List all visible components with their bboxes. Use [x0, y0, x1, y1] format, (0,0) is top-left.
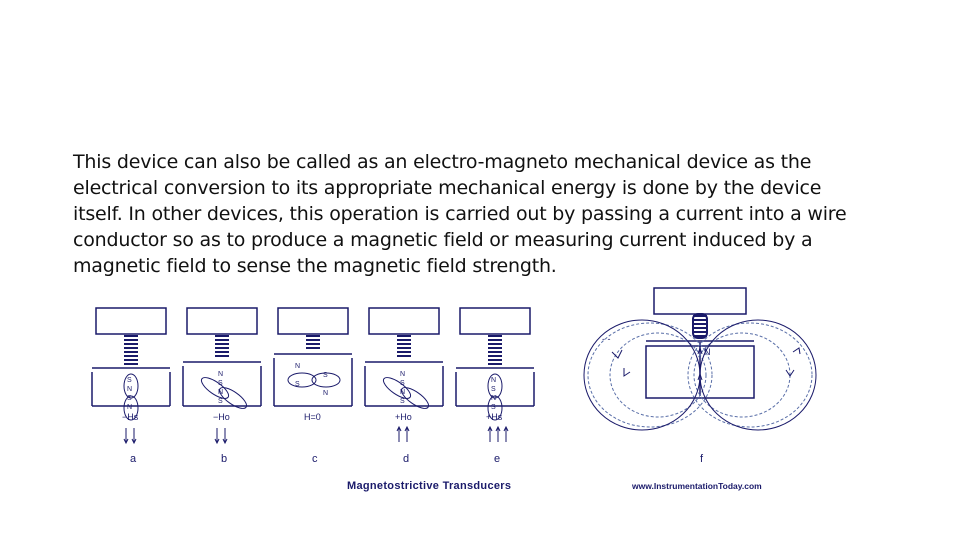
magnet — [487, 395, 503, 421]
pole-label: N — [400, 371, 405, 378]
arrow-head — [222, 438, 228, 445]
panel-letter: a — [130, 453, 137, 465]
pole-label: N — [127, 404, 132, 411]
paragraph-line: conductor so as to produce a magnetic fi… — [73, 229, 813, 251]
spring — [306, 335, 320, 349]
magnet — [400, 387, 430, 409]
top-block — [459, 307, 531, 335]
pole-label: N — [295, 363, 300, 370]
panel-f-top-block — [653, 287, 747, 315]
arrow-icon — [487, 425, 509, 442]
magnet — [382, 377, 412, 399]
paragraph-line: This device can also be called as an ele… — [73, 151, 812, 173]
pole-label: S — [491, 404, 496, 411]
pole-label: N — [400, 389, 405, 396]
magnet — [218, 387, 248, 409]
arrow-head — [123, 438, 129, 445]
arrow-icon — [396, 425, 410, 442]
field-label: −Ho — [213, 412, 230, 422]
field-label: +Ho — [395, 412, 412, 422]
pole-label: S — [295, 381, 300, 388]
magnet — [487, 373, 503, 399]
top-block — [368, 307, 440, 335]
spring — [124, 335, 138, 365]
magnet — [311, 372, 341, 388]
arrow-icon — [611, 346, 801, 381]
arrow-head — [495, 425, 501, 432]
pole-label: N — [218, 389, 223, 396]
arrow-head — [404, 425, 410, 432]
pole-label: S — [491, 386, 496, 393]
pole-label: S — [323, 372, 328, 379]
magnets — [123, 373, 139, 421]
pole-label: N — [218, 371, 223, 378]
pole-label: S — [127, 377, 132, 384]
top-block — [186, 307, 258, 335]
figure-caption: Magnetostrictive Transducers — [347, 480, 511, 492]
field-label: −Hs — [122, 412, 139, 422]
pole-label: N — [491, 377, 496, 384]
arrow-head — [214, 438, 220, 445]
arrow-icon — [123, 428, 137, 445]
body-paragraph: This device can also be called as an ele… — [73, 149, 873, 279]
field-lines — [587, 322, 813, 428]
arrow-head — [131, 438, 137, 445]
pole-label: N — [127, 386, 132, 393]
figure-credit: www.InstrumentationToday.com — [631, 481, 762, 491]
magnet — [200, 377, 230, 399]
field-label: +Hs — [486, 412, 503, 422]
pole-label: S — [400, 398, 405, 405]
magnets — [200, 377, 248, 409]
pole-label: N — [323, 390, 328, 397]
arrow-head — [487, 425, 493, 432]
field-label: H=0 — [304, 412, 321, 422]
panel-f-spring — [692, 313, 708, 339]
arrow-icon — [214, 428, 228, 445]
panel-letter: b — [221, 453, 227, 465]
pole-label: S — [218, 398, 223, 405]
panel-letter: e — [494, 453, 500, 465]
panel-c: N S S N H=0 c — [273, 307, 353, 465]
magnet — [123, 373, 139, 399]
panel-letter: d — [403, 453, 409, 465]
pole-label: N — [491, 395, 496, 402]
magnet — [123, 395, 139, 421]
spring — [215, 335, 229, 357]
pole-label: S — [400, 380, 405, 387]
spring — [488, 335, 502, 365]
top-block — [95, 307, 167, 335]
pole-label: S — [218, 380, 223, 387]
paragraph-line: itself. In other devices, this operation… — [73, 203, 847, 225]
top-block — [277, 307, 349, 335]
magnets — [287, 372, 341, 388]
pole-label: N — [704, 347, 711, 357]
panel-f-letter: f — [700, 453, 704, 465]
magnet — [287, 372, 317, 388]
arrow-head — [396, 425, 402, 432]
magnets — [382, 377, 430, 409]
magnets — [487, 373, 503, 421]
dash-mark: - - — [602, 334, 611, 344]
panel-letter: c — [312, 453, 318, 465]
arrow-head — [503, 425, 509, 432]
panel-f: N - - f — [583, 287, 817, 465]
pole-label: S — [127, 395, 132, 402]
spring — [397, 335, 411, 357]
paragraph-line: electrical conversion to its appropriate… — [73, 177, 822, 199]
paragraph-line: magnetic field to sense the magnetic fie… — [73, 255, 557, 277]
